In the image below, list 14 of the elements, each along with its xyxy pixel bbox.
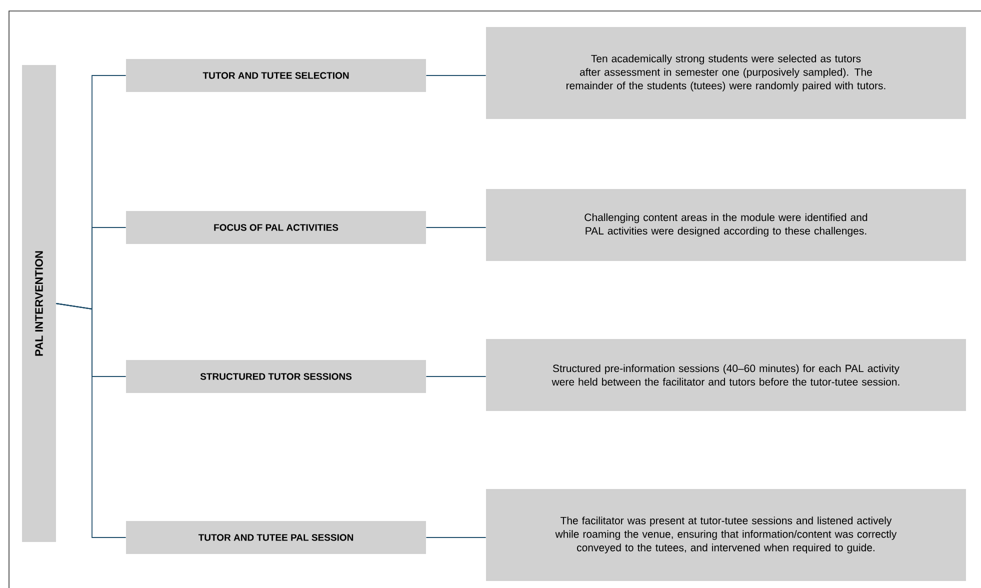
description-box: Challenging content areas in the module were identified and PAL activities were designed according to these challenges. (486, 189, 966, 261)
stage-box: STRUCTURED TUTOR SESSIONS (126, 360, 426, 393)
connector-line (56, 303, 126, 538)
connector-line (426, 376, 486, 377)
stage-box: TUTOR AND TUTEE PAL SESSION (126, 521, 426, 554)
description-box: Ten academically strong students were selected as tutors after assessment in semester one (purposively sampled). The remainder of the students (tutees) were randomly paired with tutors. (486, 27, 966, 119)
connector-line (426, 537, 486, 538)
description-box: Structured pre-information sessions (40–60 minutes) for each PAL activity were held between the facilitator and tutors before the tutor-tutee session. (486, 339, 966, 411)
stage-box: FOCUS OF PAL ACTIVITIES (126, 211, 426, 244)
connector-line (426, 75, 486, 76)
connector-line (426, 227, 486, 228)
stage-box: TUTOR AND TUTEE SELECTION (126, 59, 426, 92)
category-bar: PAL INTERVENTION (22, 65, 56, 542)
description-box: The facilitator was present at tutor-tutee sessions and listened actively while roaming the venue, ensuring that information/content was correctly conveyed to the tutees, and intervened when required to guide. (486, 489, 966, 581)
